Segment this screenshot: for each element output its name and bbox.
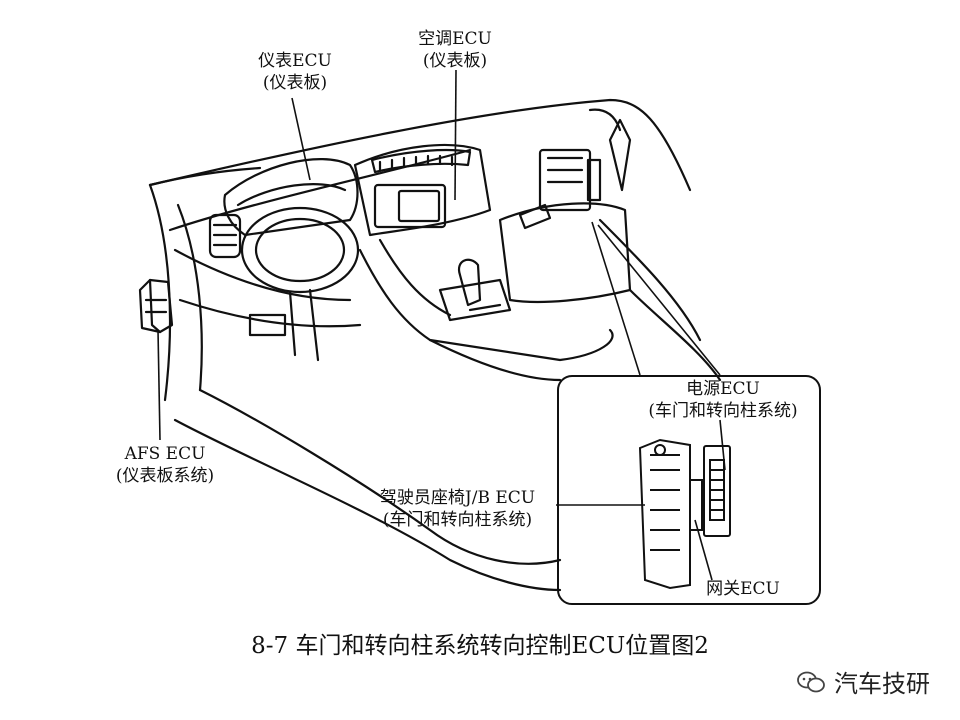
inset-gateway-connector xyxy=(703,445,731,537)
watermark: 汽车技研 xyxy=(796,664,930,699)
cluster-ecu-label: 仪表ECU (仪表板) xyxy=(240,50,350,94)
cluster-ecu-label-line1: 仪表ECU xyxy=(258,51,332,71)
leader-cluster-ecu xyxy=(291,97,311,181)
afs-ecu-module xyxy=(138,278,174,334)
gateway-ecu-label-line1: 网关ECU xyxy=(706,579,780,599)
dashboard-top-edge xyxy=(148,98,692,192)
glovebox xyxy=(498,202,632,304)
watermark-text: 汽车技研 xyxy=(834,670,930,698)
wechat-icon xyxy=(797,671,825,692)
leader-ac-ecu xyxy=(454,69,457,201)
ac-ecu-label-line1: 空调ECU xyxy=(418,29,492,49)
inset-ecu-assembly xyxy=(638,438,731,590)
power-ecu-label: 电源ECU (车门和转向柱系统) xyxy=(628,378,818,422)
cluster-ecu-label-line2: (仪表板) xyxy=(262,73,328,93)
door-sill xyxy=(198,388,562,565)
instrument-cluster-hood xyxy=(223,158,359,237)
leader-afs-ecu xyxy=(157,329,161,441)
ac-ecu-label: 空调ECU (仪表板) xyxy=(400,28,510,72)
leader-power-ecu-2 xyxy=(597,224,721,376)
afs-ecu-label-line2: (仪表板系统) xyxy=(115,466,215,486)
ecu-detail-inset xyxy=(557,375,821,605)
gateway-ecu-label: 网关ECU xyxy=(688,578,798,600)
ac-ecu-label-line2: (仪表板) xyxy=(422,51,488,71)
figure-caption: 8-7 车门和转向柱系统转向控制ECU位置图2 xyxy=(251,633,709,659)
driver-seat-jb-ecu-label-line2: (车门和转向柱系统) xyxy=(382,510,533,530)
afs-ecu-label-line1: AFS ECU xyxy=(124,444,206,464)
driver-seat-jb-ecu-label-line1: 驾驶员座椅J/B ECU xyxy=(379,488,536,508)
power-ecu-label-line2: (车门和转向柱系统) xyxy=(648,401,798,421)
leader-power-ecu-1 xyxy=(591,221,641,376)
driver-seat-jb-ecu-label: 驾驶员座椅J/B ECU (车门和转向柱系统) xyxy=(365,487,550,531)
gear-shifter xyxy=(457,258,482,307)
power-ecu-label-line1: 电源ECU xyxy=(686,379,760,399)
steering-wheel xyxy=(240,206,360,294)
afs-ecu-label: AFS ECU (仪表板系统) xyxy=(105,443,225,487)
center-stack xyxy=(353,143,492,237)
left-pillar xyxy=(148,183,172,402)
power-ecu-module xyxy=(538,148,592,212)
center-display xyxy=(373,183,447,229)
